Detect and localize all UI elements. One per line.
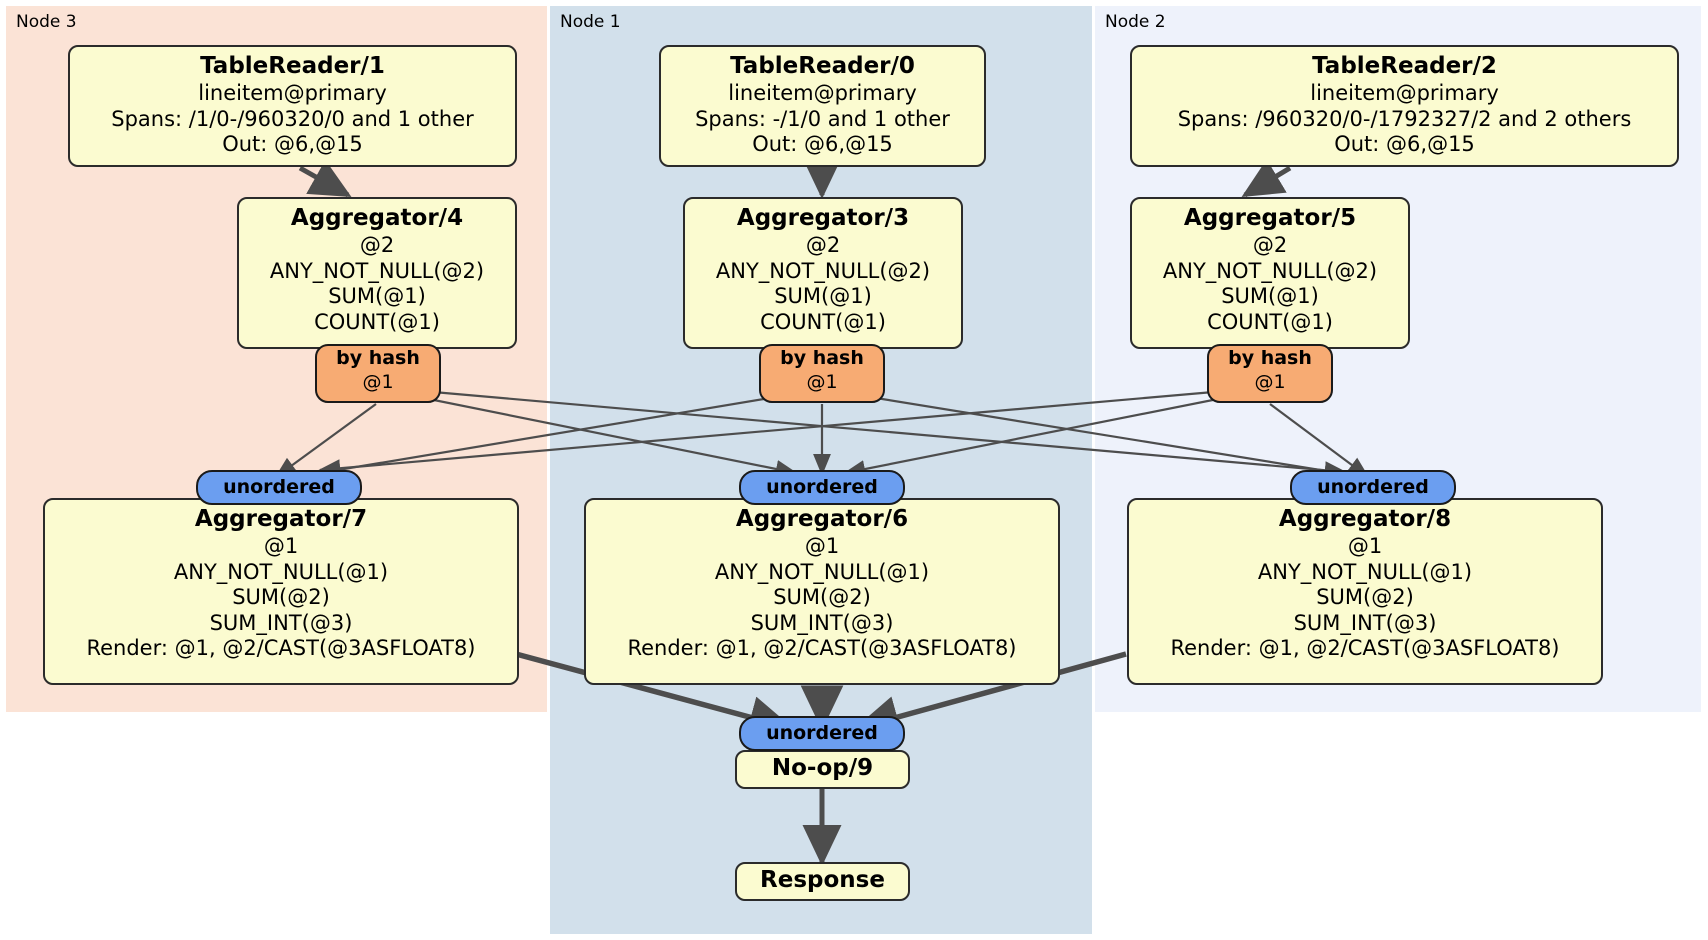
processor-detail: SUM_INT(@3) [1293, 610, 1437, 635]
processor-table-reader-0[interactable]: TableReader/0 lineitem@primary Spans: -/… [659, 45, 986, 167]
processor-detail: COUNT(@1) [314, 309, 440, 334]
processor-response[interactable]: Response [735, 862, 910, 901]
processor-detail: ANY_NOT_NULL(@1) [714, 559, 930, 584]
processor-detail: SUM(@1) [328, 284, 426, 308]
processor-detail: lineitem@primary [1310, 81, 1499, 105]
processor-detail: SUM_INT(@3) [209, 610, 353, 635]
processor-title: Aggregator/7 [194, 506, 368, 532]
router-badge-column: @1 [1254, 371, 1286, 393]
processor-aggregator-8[interactable]: Aggregator/8 @1 ANY_NOT_NULL(@1) SUM(@2)… [1127, 498, 1603, 685]
router-badge-by-hash-center[interactable]: by hash @1 [759, 344, 885, 403]
processor-detail: @1 [1347, 534, 1383, 558]
processor-title: TableReader/0 [730, 53, 915, 79]
synchronizer-badge-unordered-right[interactable]: unordered [1290, 470, 1456, 505]
processor-detail: @2 [805, 233, 841, 257]
processor-detail: Out: @6,@15 [752, 132, 893, 156]
router-badge-label: by hash [780, 347, 864, 369]
processor-title: TableReader/1 [200, 53, 385, 79]
processor-detail: Render: @1, @2/CAST(@3ASFLOAT8) [627, 636, 1017, 660]
processor-table-reader-2[interactable]: TableReader/2 lineitem@primary Spans: /9… [1130, 45, 1679, 167]
processor-detail: SUM(@2) [773, 585, 871, 609]
processor-title: Aggregator/6 [735, 506, 909, 532]
node-panel-label: Node 2 [1105, 12, 1166, 32]
processor-title: Aggregator/4 [290, 205, 464, 231]
processor-detail: @2 [359, 233, 395, 257]
processor-title: Aggregator/8 [1278, 506, 1452, 532]
processor-detail: SUM(@1) [1221, 284, 1319, 308]
processor-detail: lineitem@primary [198, 81, 387, 105]
processor-detail: Spans: -/1/0 and 1 other [695, 106, 950, 131]
processor-no-op-9[interactable]: No-op/9 [735, 750, 910, 789]
synchronizer-badge-label: unordered [766, 722, 878, 744]
processor-detail: @1 [263, 534, 299, 558]
processor-detail: ANY_NOT_NULL(@1) [1257, 559, 1473, 584]
processor-detail: Render: @1, @2/CAST(@3ASFLOAT8) [86, 636, 476, 660]
synchronizer-badge-unordered-left[interactable]: unordered [196, 470, 362, 505]
processor-detail: ANY_NOT_NULL(@2) [269, 258, 485, 283]
synchronizer-badge-label: unordered [223, 476, 335, 498]
processor-detail: Spans: /1/0-/960320/0 and 1 other [111, 106, 474, 131]
processor-title: TableReader/2 [1312, 53, 1497, 79]
node-panel-label: Node 1 [560, 12, 621, 32]
processor-detail: SUM(@2) [1316, 585, 1414, 609]
processor-detail: Spans: /960320/0-/1792327/2 and 2 others [1177, 106, 1632, 131]
processor-detail: SUM(@2) [232, 585, 330, 609]
router-badge-label: by hash [336, 347, 420, 369]
processor-detail: Out: @6,@15 [222, 132, 363, 156]
processor-detail: Out: @6,@15 [1334, 132, 1475, 156]
processor-detail: lineitem@primary [728, 81, 917, 105]
router-badge-column: @1 [362, 371, 394, 393]
processor-title: No-op/9 [771, 755, 874, 781]
processor-detail: COUNT(@1) [1207, 309, 1333, 334]
processor-aggregator-5[interactable]: Aggregator/5 @2 ANY_NOT_NULL(@2) SUM(@1)… [1130, 197, 1410, 349]
synchronizer-badge-label: unordered [1317, 476, 1429, 498]
processor-aggregator-3[interactable]: Aggregator/3 @2 ANY_NOT_NULL(@2) SUM(@1)… [683, 197, 963, 349]
node-panel-label: Node 3 [16, 12, 77, 32]
processor-aggregator-6[interactable]: Aggregator/6 @1 ANY_NOT_NULL(@1) SUM(@2)… [584, 498, 1060, 685]
processor-detail: Render: @1, @2/CAST(@3ASFLOAT8) [1170, 636, 1560, 660]
processor-detail: @2 [1252, 233, 1288, 257]
processor-title: Aggregator/5 [1183, 205, 1357, 231]
processor-table-reader-1[interactable]: TableReader/1 lineitem@primary Spans: /1… [68, 45, 517, 167]
processor-detail: SUM_INT(@3) [750, 610, 894, 635]
processor-aggregator-7[interactable]: Aggregator/7 @1 ANY_NOT_NULL(@1) SUM(@2)… [43, 498, 519, 685]
synchronizer-badge-label: unordered [766, 476, 878, 498]
processor-detail: @1 [804, 534, 840, 558]
processor-title: Response [760, 867, 885, 893]
processor-aggregator-4[interactable]: Aggregator/4 @2 ANY_NOT_NULL(@2) SUM(@1)… [237, 197, 517, 349]
processor-detail: ANY_NOT_NULL(@2) [715, 258, 931, 283]
synchronizer-badge-unordered-final[interactable]: unordered [739, 716, 905, 751]
synchronizer-badge-unordered-center[interactable]: unordered [739, 470, 905, 505]
router-badge-column: @1 [806, 371, 838, 393]
processor-detail: ANY_NOT_NULL(@2) [1162, 258, 1378, 283]
router-badge-by-hash-right[interactable]: by hash @1 [1207, 344, 1333, 403]
processor-detail: ANY_NOT_NULL(@1) [173, 559, 389, 584]
processor-detail: COUNT(@1) [760, 309, 886, 334]
router-badge-by-hash-left[interactable]: by hash @1 [315, 344, 441, 403]
processor-title: Aggregator/3 [736, 205, 910, 231]
processor-detail: SUM(@1) [774, 284, 872, 308]
router-badge-label: by hash [1228, 347, 1312, 369]
